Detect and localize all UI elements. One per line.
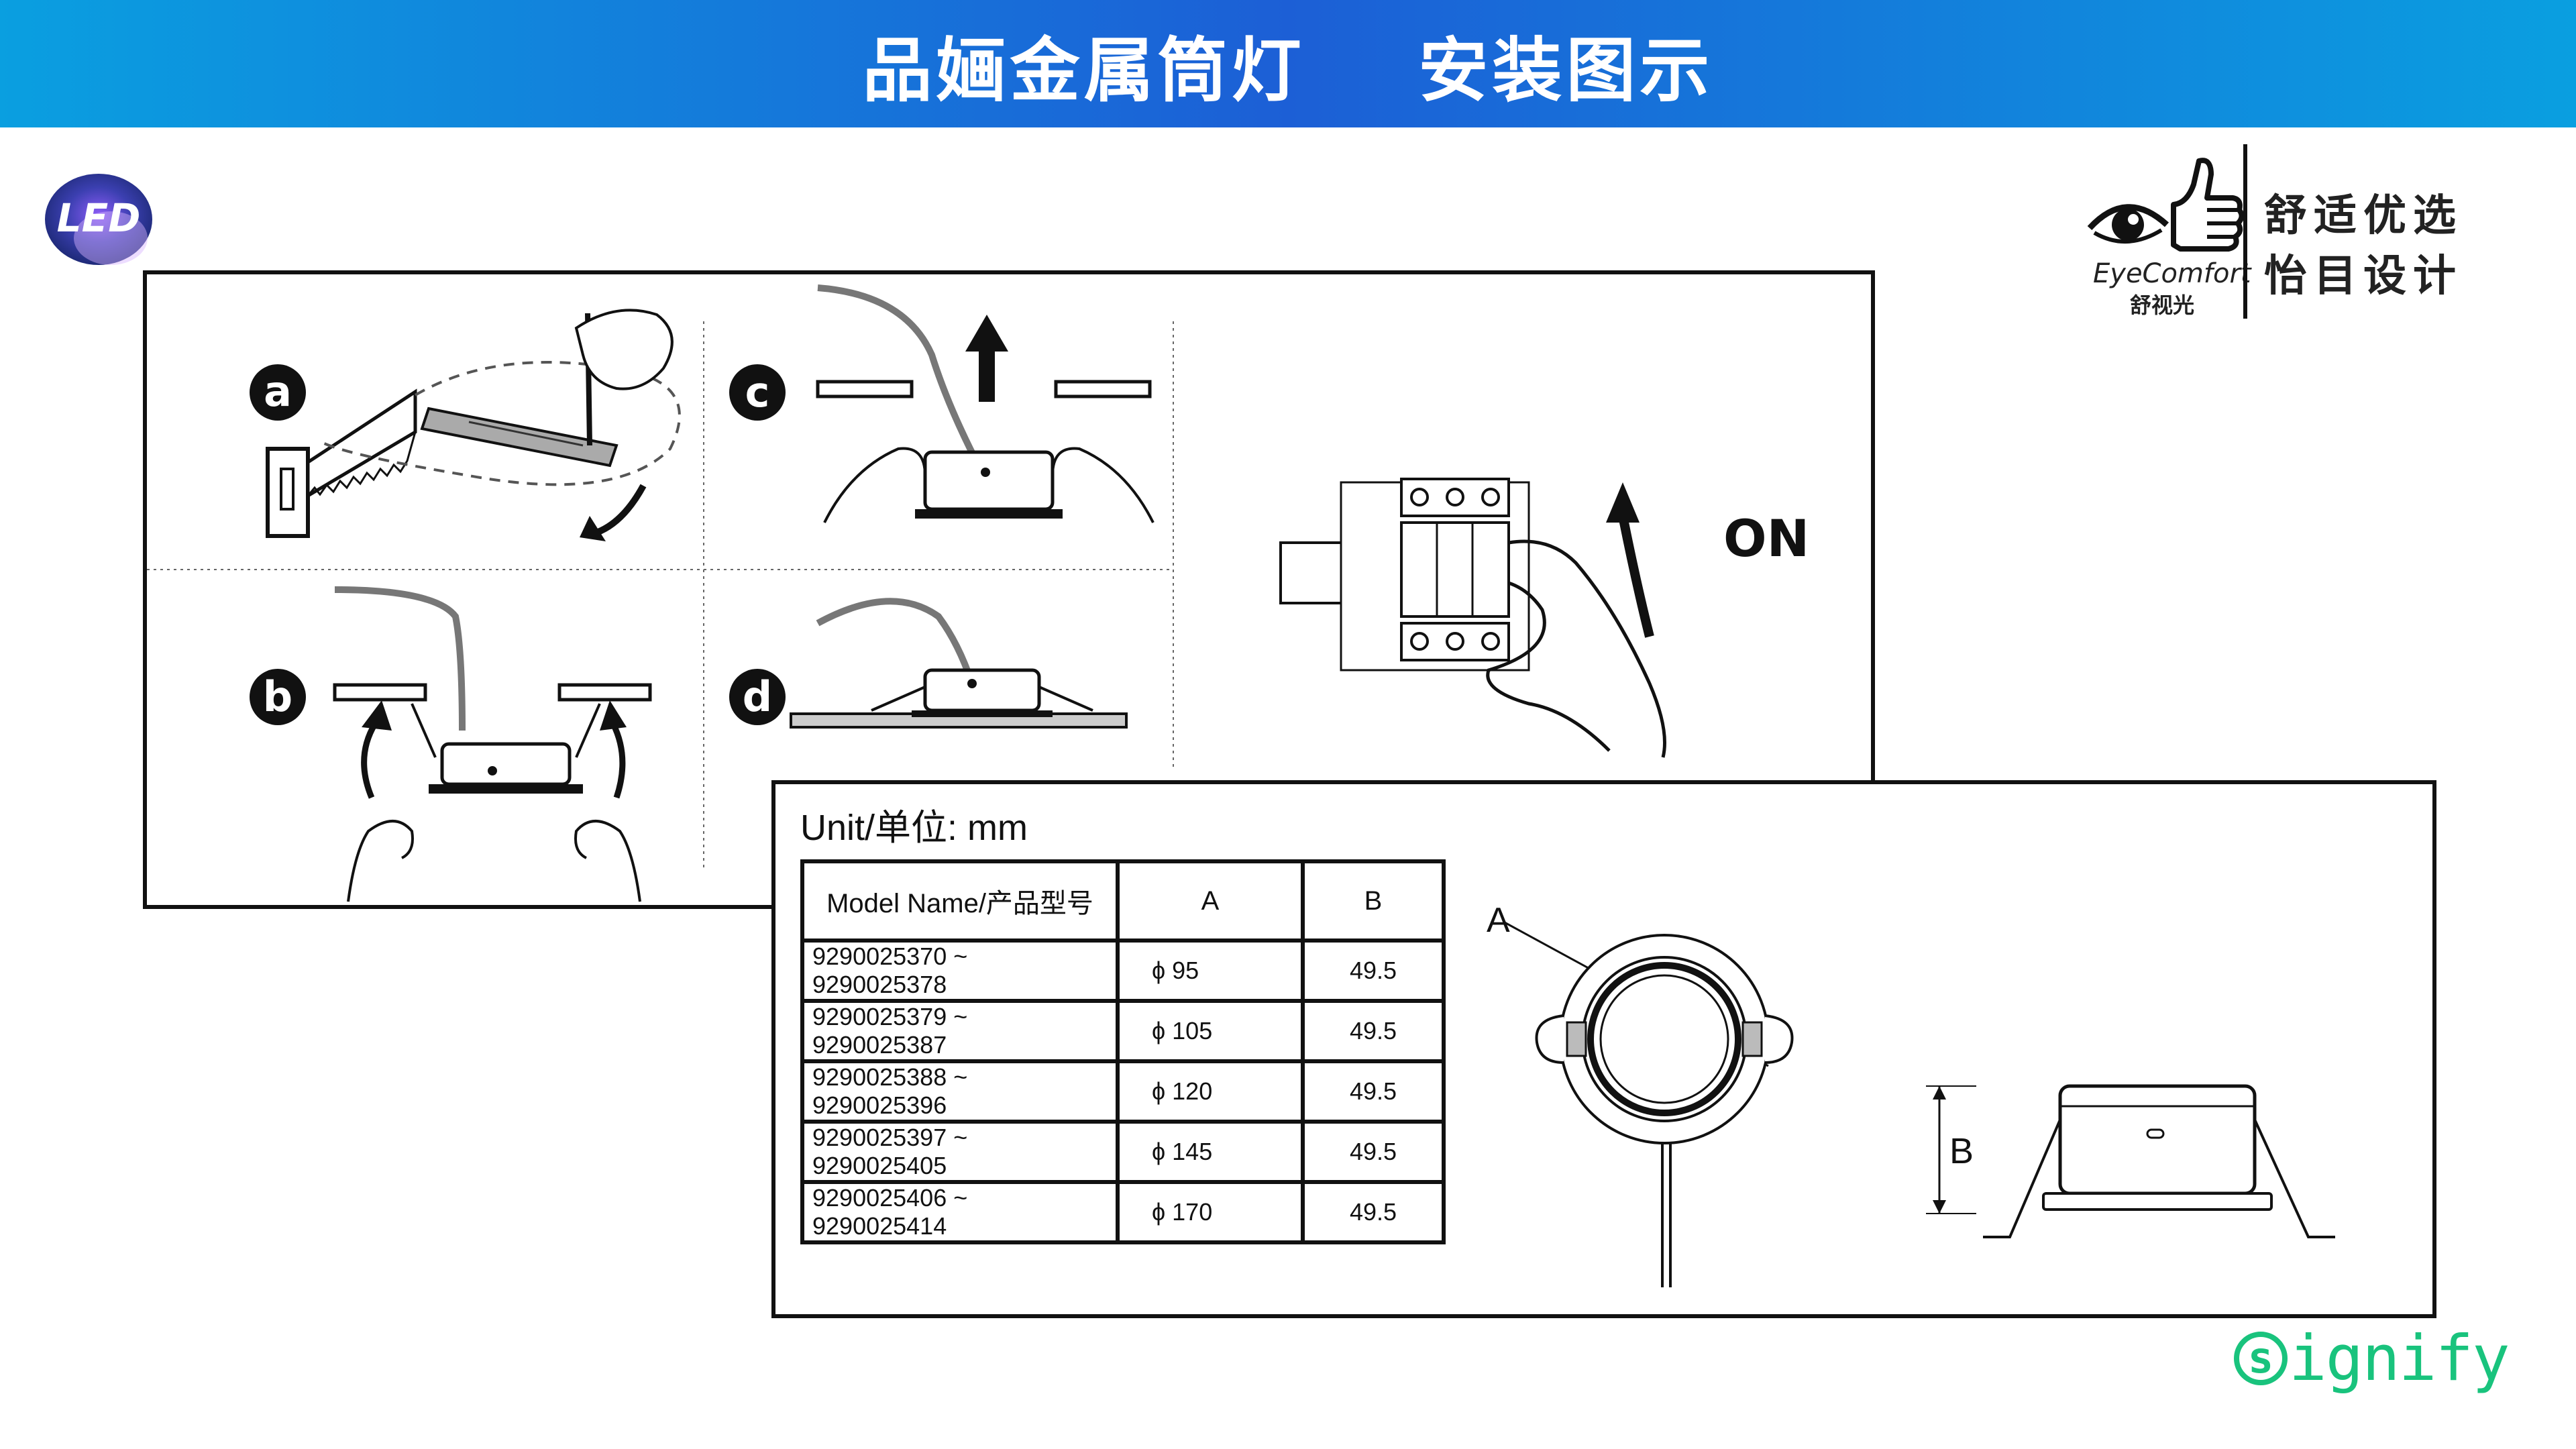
step-c-badge [729, 364, 786, 421]
unit-label: Unit/单位: mm [800, 808, 1028, 848]
step-b-badge [250, 669, 306, 725]
eyecomfort-brand-text: EyeComfort [2093, 258, 2251, 289]
slogan-line-1: 舒适优选 [2264, 191, 2463, 241]
installation-illustration: a b [147, 284, 1809, 902]
eyecomfort-divider [2243, 144, 2247, 319]
led-logo-text: LED [57, 195, 141, 241]
hand-right-b [574, 820, 641, 902]
rotate-arrow [595, 484, 647, 536]
spring-clip-right [1764, 1014, 1794, 1064]
hand-left-c [823, 447, 926, 523]
spec-table: Model Name/产品型号 A B 9290025370 ~ 9290025… [800, 859, 1446, 1244]
header-b: B [1301, 859, 1446, 943]
label-a: A [1487, 901, 1510, 940]
eyecomfort-chinese-text: 舒视光 [2130, 292, 2195, 318]
cell-b: 49.5 [1301, 1180, 1446, 1244]
dimensions-panel: Unit/单位: mm Model Name/产品型号 A B 92900253… [771, 780, 2436, 1318]
side-view-drawing: B [1926, 1084, 2335, 1238]
cell-b: 49.5 [1301, 938, 1446, 1003]
dimension-drawing: A B [1487, 901, 2335, 1287]
ceiling-right-b [557, 683, 652, 702]
side-trim [2042, 1192, 2273, 1211]
downlight-body-d [923, 668, 1041, 712]
table-row: 9290025370 ~ 9290025378 ϕ 95 49.5 [800, 938, 1446, 1003]
circuit-breaker-illustration: ON [1279, 478, 1809, 758]
ceiling-right-c [1054, 380, 1152, 398]
cell-b: 49.5 [1301, 999, 1446, 1063]
table-row: 9290025379 ~ 9290025387 ϕ 105 49.5 [800, 999, 1446, 1063]
step-a-letter: a [264, 367, 292, 416]
step-d-illustration: d [729, 598, 1128, 729]
cell-b: 49.5 [1301, 1120, 1446, 1184]
spring-arm-left [1983, 1119, 2061, 1238]
arrow-up-right [610, 722, 626, 799]
arrow-up-left [361, 722, 378, 799]
cell-model: 9290025397 ~ 9290025405 [800, 1120, 1120, 1184]
ceiling-left-b [333, 683, 427, 702]
label-b: B [1949, 1131, 1974, 1171]
power-cable-c [817, 284, 985, 474]
top-view-drawing: A [1487, 901, 1794, 1287]
cut-circle-guide [321, 361, 681, 486]
step-c-illustration: c [729, 284, 1155, 523]
spring-arm-right [2253, 1119, 2335, 1238]
header-model: Model Name/产品型号 [800, 859, 1120, 943]
step-a-illustration: a [250, 309, 681, 541]
hand-holding-pencil [574, 309, 674, 390]
table-row: 9290025406 ~ 9290025414 ϕ 170 49.5 [800, 1180, 1446, 1244]
header-a: A [1116, 859, 1305, 943]
eye-thumb-icon [2087, 158, 2245, 252]
cell-a: ϕ 105 [1116, 999, 1305, 1063]
downlight-body-c [923, 450, 1055, 511]
page-title: 品婳金属筒灯 安装图示 [862, 29, 1714, 111]
step-d-badge [729, 669, 786, 725]
ceiling-left-c [816, 380, 914, 398]
power-cable-b [334, 586, 466, 731]
spring-clip-left [1535, 1014, 1564, 1064]
cell-model: 9290025379 ~ 9290025387 [800, 999, 1120, 1063]
cell-a: ϕ 145 [1116, 1120, 1305, 1184]
hand-left-b [347, 820, 414, 902]
downlight-side-body [2058, 1084, 2257, 1195]
step-b-illustration: b [250, 586, 652, 902]
cell-a: ϕ 170 [1116, 1180, 1305, 1244]
cell-a: ϕ 95 [1116, 938, 1305, 1003]
header-bar: 品婳金属筒灯 安装图示 [0, 0, 2576, 127]
cell-a: ϕ 120 [1116, 1059, 1305, 1124]
signify-s-icon: s [2234, 1332, 2288, 1385]
table-row: 9290025397 ~ 9290025405 ϕ 145 49.5 [800, 1120, 1446, 1184]
spec-table-header: Model Name/产品型号 A B [800, 859, 1446, 943]
step-b-letter: b [263, 672, 292, 721]
step-d-letter: d [743, 672, 772, 721]
signify-text: ignify [2289, 1322, 2510, 1395]
downlight-body-b [440, 742, 572, 786]
eyecomfort-badge: EyeComfort 舒视光 舒适优选 怡目设计 [2080, 144, 2549, 325]
arrow-up-c [979, 348, 995, 402]
cell-model: 9290025406 ~ 9290025414 [800, 1180, 1120, 1244]
step-c-letter: c [745, 368, 770, 417]
signify-logo: s ignify [2234, 1318, 2516, 1399]
cell-model: 9290025370 ~ 9290025378 [800, 938, 1120, 1003]
on-label: ON [1723, 508, 1809, 568]
hand-right-c [1051, 447, 1155, 523]
step-a-badge [250, 364, 306, 421]
led-logo: LED [45, 174, 152, 265]
breaker-switch [1400, 521, 1510, 618]
cell-model: 9290025388 ~ 9290025396 [800, 1059, 1120, 1124]
saw-handle [266, 447, 310, 538]
power-cable-d [816, 598, 975, 685]
slogan-line-2: 怡目设计 [2264, 252, 2463, 301]
table-row: 9290025388 ~ 9290025396 ϕ 120 49.5 [800, 1059, 1446, 1124]
hand-on-switch [1508, 539, 1666, 758]
switch-up-arrow [1618, 515, 1654, 638]
cell-b: 49.5 [1301, 1059, 1446, 1124]
